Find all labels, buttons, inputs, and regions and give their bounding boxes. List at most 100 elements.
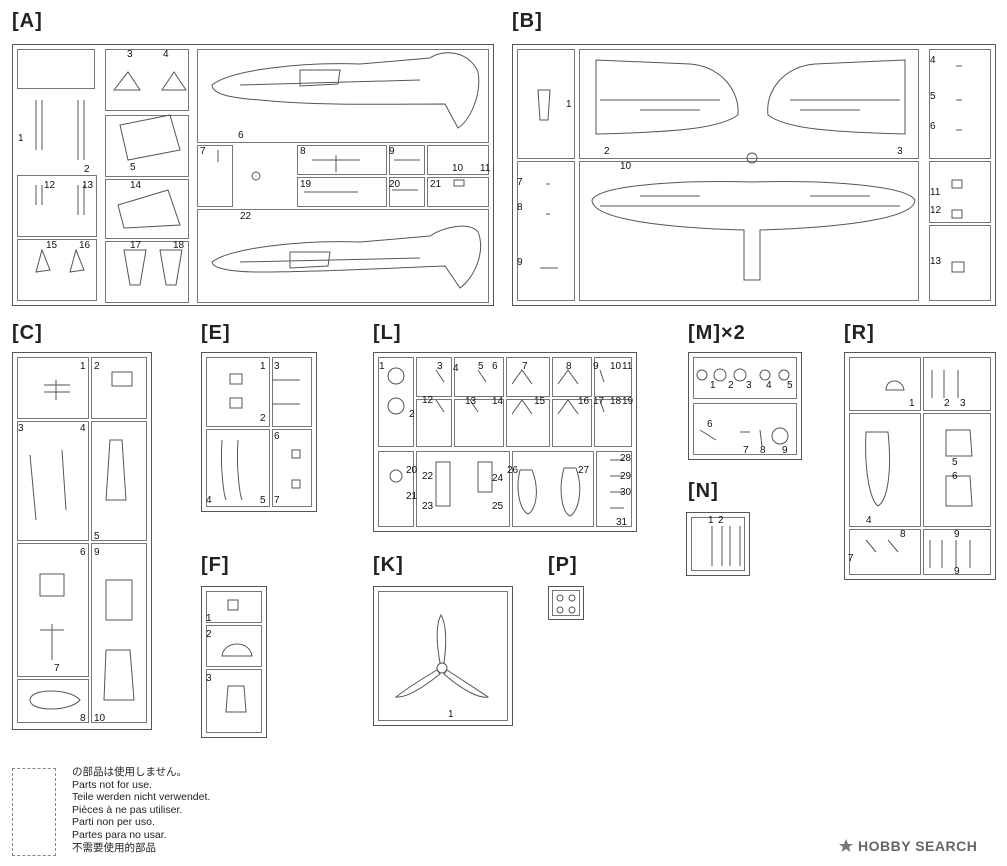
sprue-n-cell — [691, 517, 745, 571]
part-number: 1 — [80, 361, 86, 372]
sprue-m-frame — [688, 352, 802, 460]
sprue-p-cell — [552, 590, 580, 616]
part-number: 12 — [422, 395, 434, 406]
sprue-l-cell — [594, 399, 632, 447]
part-number: 2 — [604, 146, 610, 157]
part-number: 1 — [260, 361, 266, 372]
part-number: 6 — [238, 130, 244, 141]
part-number: 3 — [960, 398, 966, 409]
part-number: 5 — [260, 495, 266, 506]
sprue-a-cell — [17, 175, 97, 237]
part-number: 27 — [578, 465, 590, 476]
part-number: 1 — [710, 380, 716, 391]
sprue-label-e: [E] — [201, 322, 231, 344]
part-number: 1 — [206, 613, 212, 624]
sprue-a-cell — [17, 239, 97, 301]
part-number: 11 — [480, 163, 491, 174]
sprue-a-cell — [17, 49, 95, 89]
part-number: 18 — [173, 240, 185, 251]
part-number: 5 — [787, 380, 793, 391]
part-number: 6 — [707, 419, 713, 430]
part-number: 4 — [866, 515, 872, 526]
sprue-b-cell — [517, 49, 575, 159]
sprue-b-cell — [517, 161, 575, 301]
part-number: 2 — [409, 409, 415, 420]
part-number: 2 — [260, 413, 266, 424]
part-number: 10 — [94, 713, 106, 724]
part-number: 21 — [430, 179, 442, 190]
legend-line: の部品は使用しません。 — [72, 766, 188, 778]
sprue-r-cell — [849, 357, 921, 411]
sprue-l-cell — [416, 399, 452, 447]
part-number: 9 — [593, 361, 599, 372]
part-number: 16 — [79, 240, 91, 251]
sprue-l-cell — [416, 451, 510, 527]
sprue-l-cell — [506, 399, 550, 447]
legend-line: Parts not for use. — [72, 778, 152, 791]
part-number: 5 — [930, 91, 936, 102]
sprue-label-r: [R] — [844, 322, 875, 344]
legend-line: Parti non per uso. — [72, 816, 155, 829]
sprue-r-cell — [849, 413, 921, 527]
sprue-p-frame — [548, 586, 584, 620]
sprue-n-frame — [686, 512, 750, 576]
sprue-c-cell — [17, 679, 89, 723]
hobby-search-logo-icon — [839, 839, 853, 852]
part-number: 9 — [954, 566, 960, 577]
sprue-a-cell — [197, 209, 489, 303]
sprue-l-cell — [454, 399, 504, 447]
sprue-e-cell — [272, 429, 312, 507]
sprue-a-cell — [105, 179, 189, 239]
legend-line: Pièces à ne pas utiliser. — [72, 803, 183, 816]
sprue-l-cell — [512, 451, 594, 527]
sprue-label-k: [K] — [373, 554, 404, 576]
sprue-l-cell — [506, 357, 550, 397]
sprue-a-cell — [105, 115, 189, 177]
sprue-l-cell — [454, 357, 504, 397]
part-number: 8 — [760, 445, 766, 456]
sprue-label-l: [L] — [373, 322, 402, 344]
sprue-f-cell — [206, 591, 262, 623]
part-number: 3 — [206, 673, 212, 684]
part-number: 9 — [389, 146, 395, 157]
part-number: 3 — [274, 361, 280, 372]
sprue-l-cell — [378, 357, 414, 447]
sprue-a-cell — [389, 177, 425, 207]
sprue-label-c: [C] — [12, 322, 43, 344]
sprue-m-cell — [693, 403, 797, 455]
sprue-label-m: [M]×2 — [688, 322, 746, 344]
sprue-a-cell — [197, 145, 233, 207]
part-number: 2 — [94, 361, 100, 372]
part-number: 4 — [453, 363, 459, 374]
legend-text: の部品は使用しません。 Parts not for use. Teile wer… — [72, 766, 210, 854]
sprue-r-cell — [923, 413, 991, 527]
part-number: 8 — [900, 529, 906, 540]
part-number: 7 — [517, 177, 523, 188]
sprue-l-cell — [552, 399, 592, 447]
part-number: 11 — [930, 187, 941, 198]
part-number: 13 — [930, 256, 942, 267]
sprue-a-cell — [105, 49, 189, 111]
part-number: 19 — [622, 396, 634, 407]
sprue-r-cell — [923, 357, 991, 411]
sprue-c-cell — [91, 421, 147, 541]
part-number: 21 — [406, 491, 418, 502]
sprue-f-cell — [206, 669, 262, 733]
part-number: 24 — [492, 473, 504, 484]
part-number: 2 — [206, 629, 212, 640]
part-number: 3 — [746, 380, 752, 391]
part-number: 6 — [274, 431, 280, 442]
part-number: 3 — [127, 49, 133, 60]
part-number: 3 — [897, 146, 903, 157]
part-number: 15 — [46, 240, 58, 251]
sprue-b-cell — [929, 225, 991, 301]
sprue-e-cell — [206, 357, 270, 427]
part-number: 5 — [952, 457, 958, 468]
part-number: 3 — [437, 361, 443, 372]
part-number: 8 — [566, 361, 572, 372]
